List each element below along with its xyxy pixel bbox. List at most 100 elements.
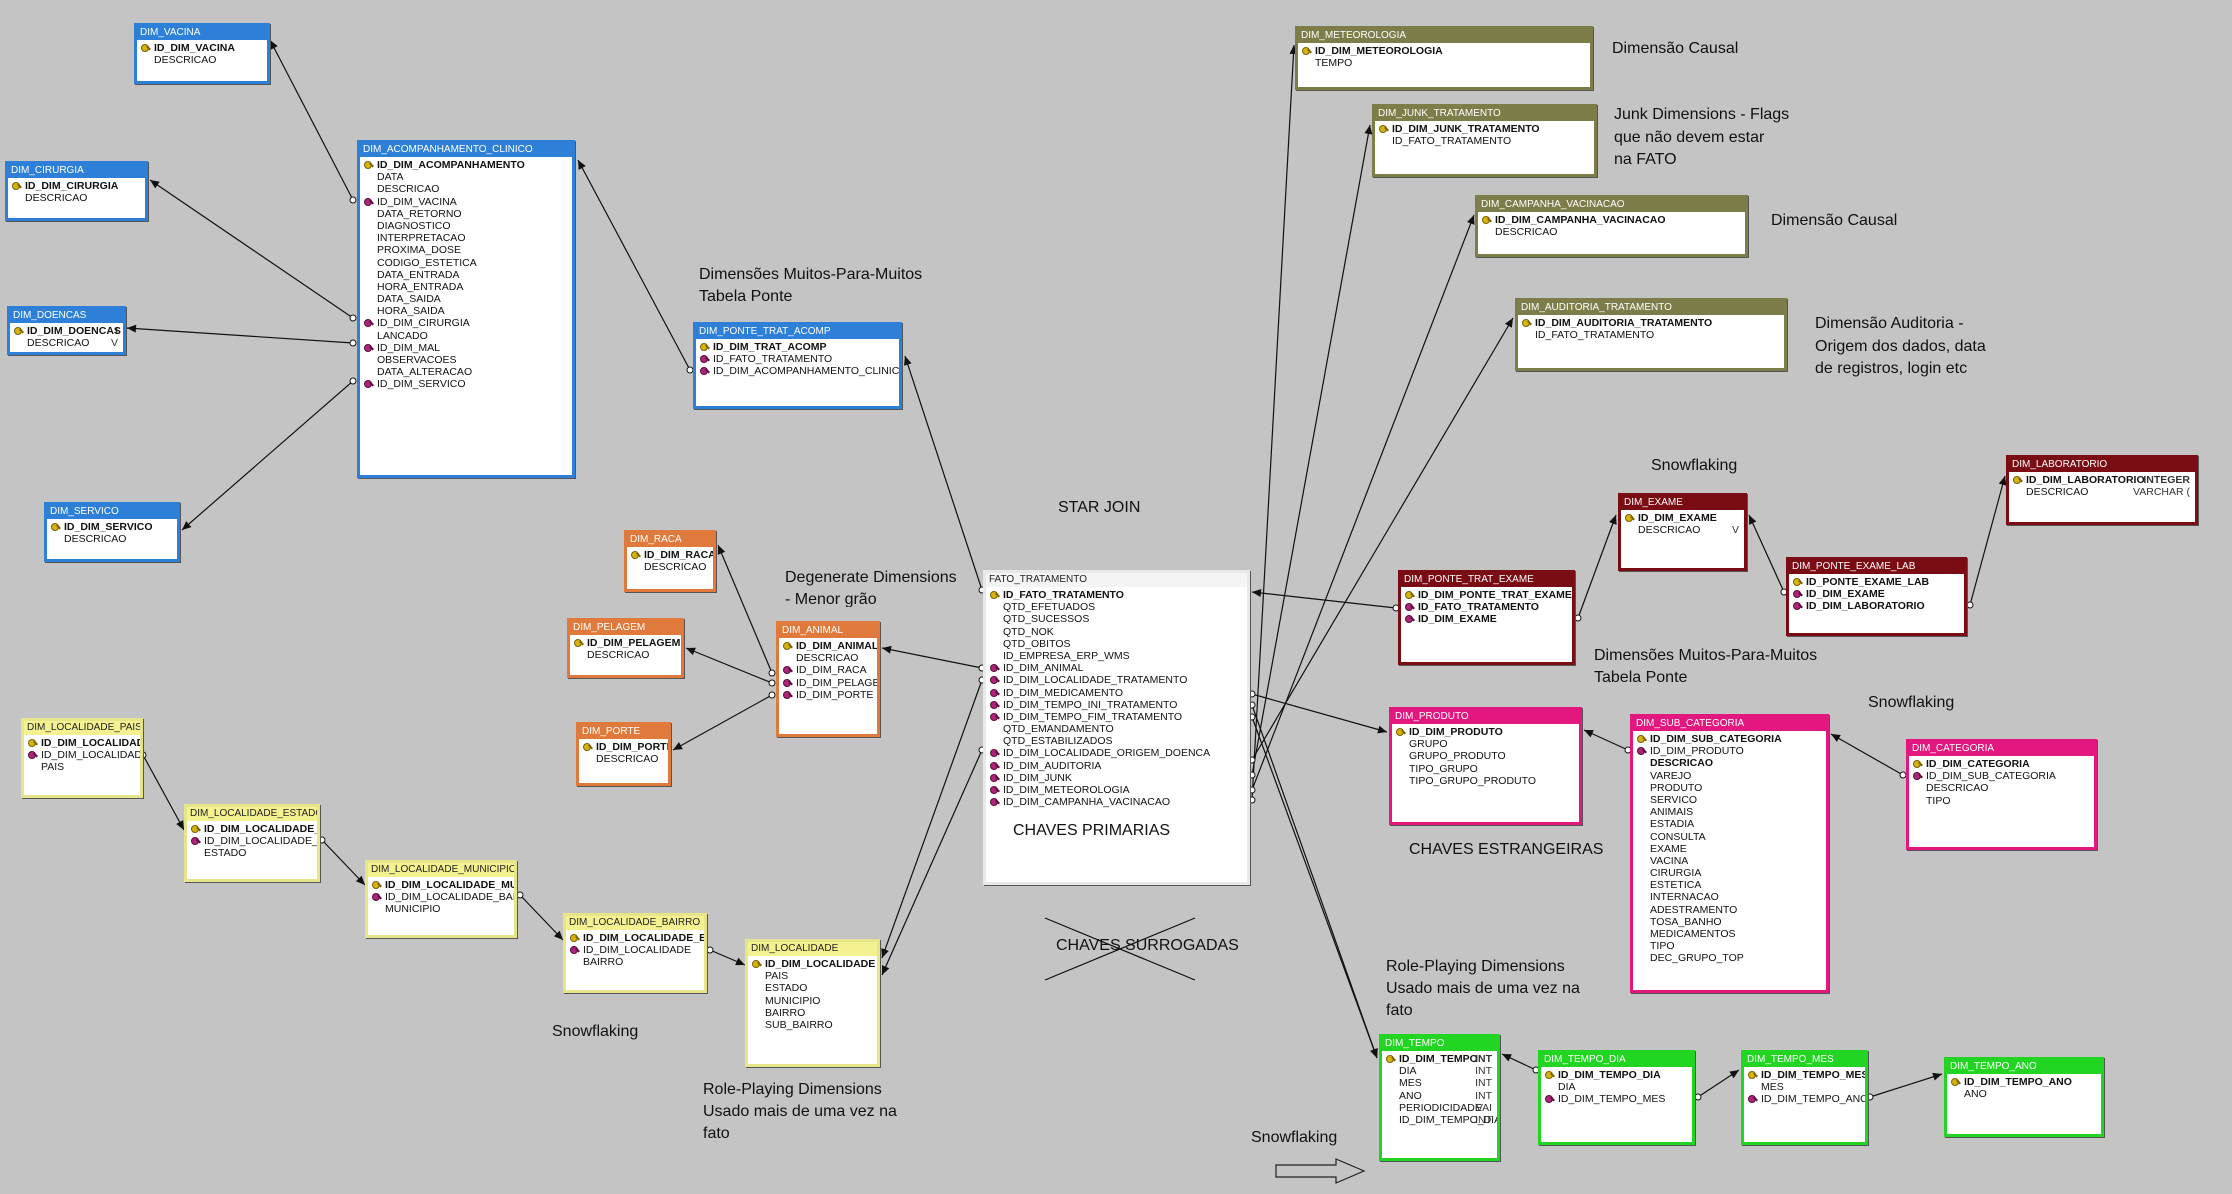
column-row[interactable]: DATA_ENTRADA (363, 269, 569, 281)
column-row[interactable]: ID_DIM_MAL (363, 342, 569, 354)
column-row[interactable]: ID_DIM_SUB_CATEGORIA (1912, 770, 2091, 782)
column-row[interactable]: QTD_OBITOS (989, 638, 1244, 650)
column-row[interactable]: ID_DIM_LOCALIDADE_BAIRRO (569, 932, 704, 944)
column-row[interactable]: ID_DIM_RACA (782, 664, 874, 676)
column-row[interactable]: ID_DIM_JUNK (989, 772, 1244, 784)
column-row[interactable]: ID_DIM_LOCALIDADE_MUNICIPIO (190, 835, 317, 847)
column-row[interactable]: ID_DIM_LOCALIDADE (751, 958, 875, 970)
column-row[interactable]: ID_FATO_TRATAMENTO (989, 589, 1244, 601)
column-row[interactable]: ID_DIM_ANIMAL (989, 662, 1244, 674)
column-row[interactable]: ID_DIM_SUB_CATEGORIA (1636, 733, 1823, 745)
table-dim-localidade-pais[interactable]: DIM_LOCALIDADE_PAISID_DIM_LOCALIDADE_PAI… (21, 718, 143, 798)
column-row[interactable]: DESCRICAO (630, 561, 710, 573)
column-row[interactable]: DESCRICAO (11, 192, 142, 204)
column-row[interactable]: ID_DIM_CIRURGIA (11, 180, 142, 192)
column-row[interactable]: ID_DIM_VACINA (363, 196, 569, 208)
table-dim-localidade-estado[interactable]: DIM_LOCALIDADE_ESTADOID_DIM_LOCALIDADE_E… (184, 804, 320, 882)
column-row[interactable]: ID_DIM_MEDICAMENTO (989, 687, 1244, 699)
column-row[interactable]: ID_DIM_TEMPO_ANO (1950, 1076, 2098, 1088)
column-row[interactable]: VAREJO (1636, 770, 1823, 782)
column-row[interactable]: GRUPO (1395, 738, 1576, 750)
column-row[interactable]: ID_DIM_AUDITORIA (989, 760, 1244, 772)
column-row[interactable]: DATA (363, 171, 569, 183)
column-row[interactable]: QTD_NOK (989, 626, 1244, 638)
column-row[interactable]: QTD_EMANDAMENTO (989, 723, 1244, 735)
column-row[interactable]: MUNICIPIO (751, 995, 874, 1007)
column-row[interactable]: DESCRICAO (1481, 226, 1742, 238)
column-row[interactable]: DESCRICAO (782, 652, 874, 664)
column-row[interactable]: DATA_RETORNO (363, 208, 569, 220)
column-row[interactable]: ID_DIM_ANIMAL (782, 640, 877, 652)
column-row[interactable]: ID_DIM_TEMPO_DIA (1544, 1069, 1689, 1081)
column-row[interactable]: ID_DIM_SERVICO (363, 378, 569, 390)
column-row[interactable]: TIPO_GRUPO_PRODUTO (1395, 775, 1576, 787)
column-row[interactable]: QTD_EFETUADOS (989, 601, 1244, 613)
column-row[interactable]: ID_DIM_PONTE_TRAT_EXAME (1404, 589, 1572, 601)
column-row[interactable]: TEMPO (1301, 57, 1587, 69)
column-row[interactable]: ID_DIM_CATEGORIA (1912, 758, 2091, 770)
column-row[interactable]: ID_DIM_METEOROLOGIA (1301, 45, 1587, 57)
column-row[interactable]: ID_DIM_LOCALIDADE_PAIS (27, 737, 140, 749)
column-row[interactable]: PAIS (751, 970, 874, 982)
column-row[interactable]: ID_DIM_PRODUTO (1636, 745, 1823, 757)
column-row[interactable]: ID_DIM_LOCALIDADE (569, 944, 701, 956)
column-row[interactable]: ID_DIM_RACA (630, 549, 713, 561)
column-row[interactable]: ID_DIM_EXAME (1624, 512, 1741, 524)
column-row[interactable]: HORA_SAIDA (363, 305, 569, 317)
column-row[interactable]: ESTADIA (1636, 818, 1823, 830)
column-row[interactable]: ID_DIM_PRODUTO (1395, 726, 1576, 738)
column-row[interactable]: DATA_ALTERACAO (363, 366, 569, 378)
column-row[interactable]: EXAME (1636, 843, 1823, 855)
column-row[interactable]: ID_DIM_TEMPO_MES (1747, 1069, 1865, 1081)
column-row[interactable]: CIRURGIA (1636, 867, 1823, 879)
column-row[interactable]: ID_DIM_LABORATORIO (1792, 600, 1961, 612)
column-row[interactable]: DIAGNOSTICO (363, 220, 569, 232)
column-row[interactable]: MES (1747, 1081, 1862, 1093)
column-row[interactable]: ID_DIM_TEMPO_ANO (1747, 1093, 1865, 1105)
column-row[interactable]: ID_DIM_PELAGEM (573, 637, 680, 649)
column-row[interactable]: HORA_ENTRADA (363, 281, 569, 293)
column-row[interactable]: SERVICO (1636, 794, 1823, 806)
column-row[interactable]: DESCRICAO (140, 54, 264, 66)
column-row[interactable]: ID_DIM_JUNK_TRATAMENTO (1378, 123, 1591, 135)
column-row[interactable]: ID_DIM_ACOMPANHAMENTO (363, 159, 569, 171)
column-row[interactable]: DEC_GRUPO_TOP (1636, 952, 1823, 964)
column-row[interactable]: PAIS (27, 761, 137, 773)
column-row[interactable]: DIA (1544, 1081, 1689, 1093)
column-row[interactable]: ID_DIM_PORTE (582, 741, 668, 753)
column-row[interactable]: ID_DIM_TRAT_ACOMP (699, 341, 896, 353)
column-row[interactable]: ID_DIM_LOCALIDADE_ORIGEM_DOENCA (989, 747, 1244, 759)
column-row[interactable]: TOSA_BANHO (1636, 916, 1823, 928)
column-row[interactable]: ID_DIM_TEMPO_MES (1544, 1093, 1689, 1105)
column-row[interactable]: QTD_ESTABILIZADOS (989, 735, 1244, 747)
column-row[interactable]: INTERNACAO (1636, 891, 1823, 903)
column-row[interactable]: DESCRICAO (573, 649, 678, 661)
column-row[interactable]: DESCRICAO (50, 533, 174, 545)
column-row[interactable]: ANO (1950, 1088, 2098, 1100)
